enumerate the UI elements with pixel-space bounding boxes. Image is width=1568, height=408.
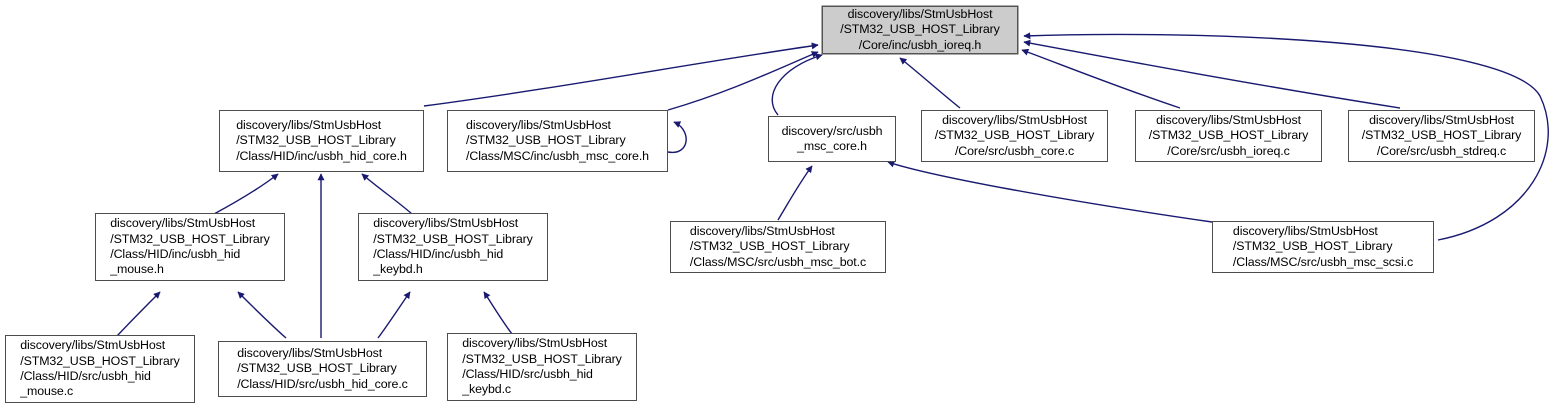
node-usbh-core-c[interactable]: discovery/libs/StmUsbHost /STM32_USB_HOS… — [921, 110, 1108, 162]
node-label: discovery/libs/StmUsbHost /STM32_USB_HOS… — [1361, 112, 1522, 158]
node-usbh-hid-core-c[interactable]: discovery/libs/StmUsbHost /STM32_USB_HOS… — [218, 341, 427, 397]
node-usbh-stdreq-c[interactable]: discovery/libs/StmUsbHost /STM32_USB_HOS… — [1348, 110, 1535, 162]
edge-ioreq-c-to-ioreq-h — [1021, 48, 1181, 109]
node-usbh-msc-bot-c[interactable]: discovery/libs/StmUsbHost /STM32_USB_HOS… — [670, 221, 886, 273]
edge-hid-mouse-c-to-hid-mouse-h — [116, 291, 161, 337]
node-usbh-hid-keybd-c[interactable]: discovery/libs/StmUsbHost /STM32_USB_HOS… — [447, 333, 637, 401]
edge-hid-core-c-to-hid-mouse-h — [237, 291, 287, 339]
node-label: discovery/src/usbh _msc_core.h — [781, 123, 883, 153]
node-usbh-msc-scsi-c[interactable]: discovery/libs/StmUsbHost /STM32_USB_HOS… — [1212, 221, 1434, 273]
node-usbh-hid-mouse-c[interactable]: discovery/libs/StmUsbHost /STM32_USB_HOS… — [5, 335, 195, 403]
edge-hid-core-c-to-hid-keybd-h — [377, 291, 411, 339]
node-usbh-hid-mouse-h[interactable]: discovery/libs/StmUsbHost /STM32_USB_HOS… — [95, 213, 285, 281]
node-label: discovery/libs/StmUsbHost /STM32_USB_HOS… — [466, 117, 649, 163]
node-label: discovery/libs/StmUsbHost /STM32_USB_HOS… — [689, 223, 867, 269]
node-label: discovery/libs/StmUsbHost /STM32_USB_HOS… — [934, 112, 1095, 158]
edge-msc-core-h-to-ioreq-h — [667, 51, 819, 111]
node-label: discovery/libs/StmUsbHost /STM32_USB_HOS… — [1148, 112, 1309, 158]
node-label: discovery/libs/StmUsbHost /STM32_USB_HOS… — [237, 345, 408, 391]
edge-hid-mouse-h-to-hid-core-h — [213, 173, 279, 215]
edge-src-msc-core-h-to-ioreq-h — [771, 53, 823, 116]
edge-hid-keybd-h-to-hid-core-h — [361, 173, 413, 215]
node-label: discovery/libs/StmUsbHost /STM32_USB_HOS… — [840, 6, 1000, 52]
node-src-usbh-msc-core-h[interactable]: discovery/src/usbh _msc_core.h — [768, 116, 896, 162]
node-label: discovery/libs/StmUsbHost /STM32_USB_HOS… — [462, 336, 622, 397]
edge-msc-scsi-c-to-src-msc-core-h — [887, 160, 1213, 223]
node-usbh-ioreq-h[interactable]: discovery/libs/StmUsbHost /STM32_USB_HOS… — [822, 6, 1018, 54]
node-label: discovery/libs/StmUsbHost /STM32_USB_HOS… — [373, 216, 533, 277]
edge-hid-core-h-to-ioreq-h — [423, 42, 819, 107]
node-label: discovery/libs/StmUsbHost /STM32_USB_HOS… — [1232, 223, 1414, 269]
edge-msc-core-h-self-loop — [667, 121, 687, 153]
node-label: discovery/libs/StmUsbHost /STM32_USB_HOS… — [20, 338, 180, 399]
node-usbh-msc-core-h[interactable]: discovery/libs/StmUsbHost /STM32_USB_HOS… — [447, 110, 668, 172]
edge-core-c-to-ioreq-h — [899, 57, 961, 109]
edge-hid-keybd-c-to-hid-keybd-h — [483, 291, 513, 335]
node-usbh-hid-keybd-h[interactable]: discovery/libs/StmUsbHost /STM32_USB_HOS… — [358, 213, 548, 281]
edge-msc-bot-c-to-src-msc-core-h — [777, 165, 813, 221]
node-usbh-ioreq-c[interactable]: discovery/libs/StmUsbHost /STM32_USB_HOS… — [1135, 110, 1322, 162]
node-label: discovery/libs/StmUsbHost /STM32_USB_HOS… — [236, 117, 407, 163]
node-label: discovery/libs/StmUsbHost /STM32_USB_HOS… — [110, 216, 270, 277]
node-usbh-hid-core-h[interactable]: discovery/libs/StmUsbHost /STM32_USB_HOS… — [219, 110, 424, 172]
edge-stdreq-c-to-ioreq-h — [1023, 39, 1401, 109]
